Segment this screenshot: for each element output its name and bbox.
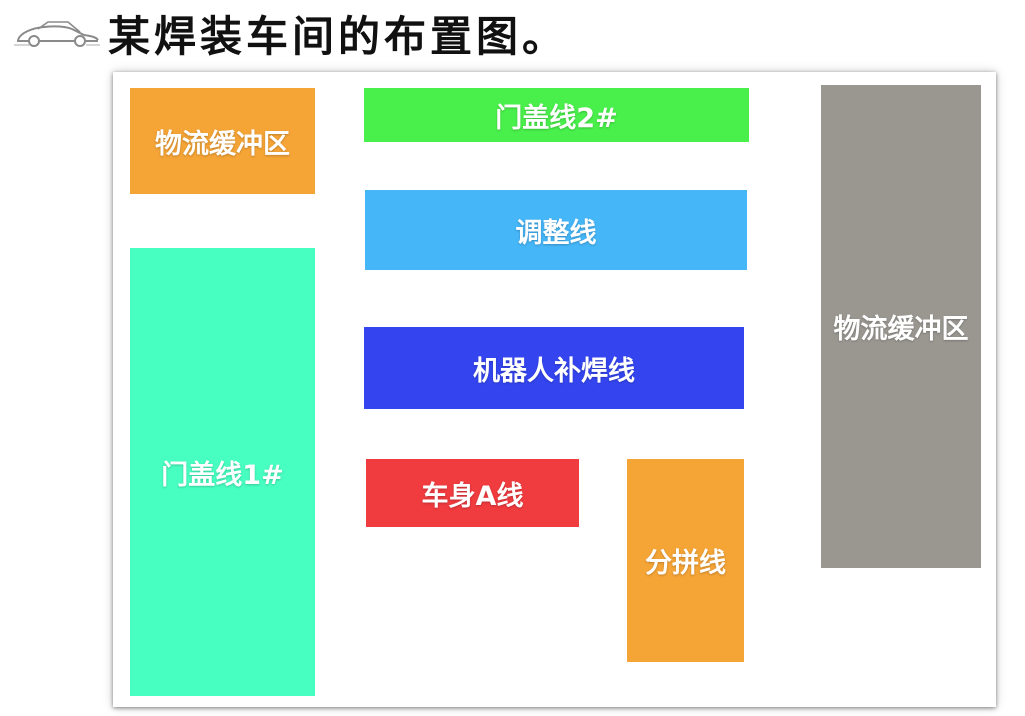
zone-door-line-1: 门盖线1# xyxy=(130,248,315,696)
zone-adjustment-line: 调整线 xyxy=(365,190,747,270)
zone-body-a-line: 车身A线 xyxy=(366,459,579,527)
workshop-layout: 物流缓冲区 门盖线2# 调整线 机器人补焊线 门盖线1# 车身A线 分拼线 物流… xyxy=(113,72,996,707)
zone-logistics-buffer-right: 物流缓冲区 xyxy=(821,85,981,568)
car-icon xyxy=(14,21,100,47)
title-row: 某焊装车间的布置图。 xyxy=(14,0,568,66)
page-title: 某焊装车间的布置图。 xyxy=(108,11,569,61)
zone-robot-repair-welding-line: 机器人补焊线 xyxy=(364,327,744,409)
zone-sub-assembly-line: 分拼线 xyxy=(627,459,744,662)
zone-door-line-2: 门盖线2# xyxy=(364,88,749,142)
zone-logistics-buffer-left: 物流缓冲区 xyxy=(130,88,315,194)
